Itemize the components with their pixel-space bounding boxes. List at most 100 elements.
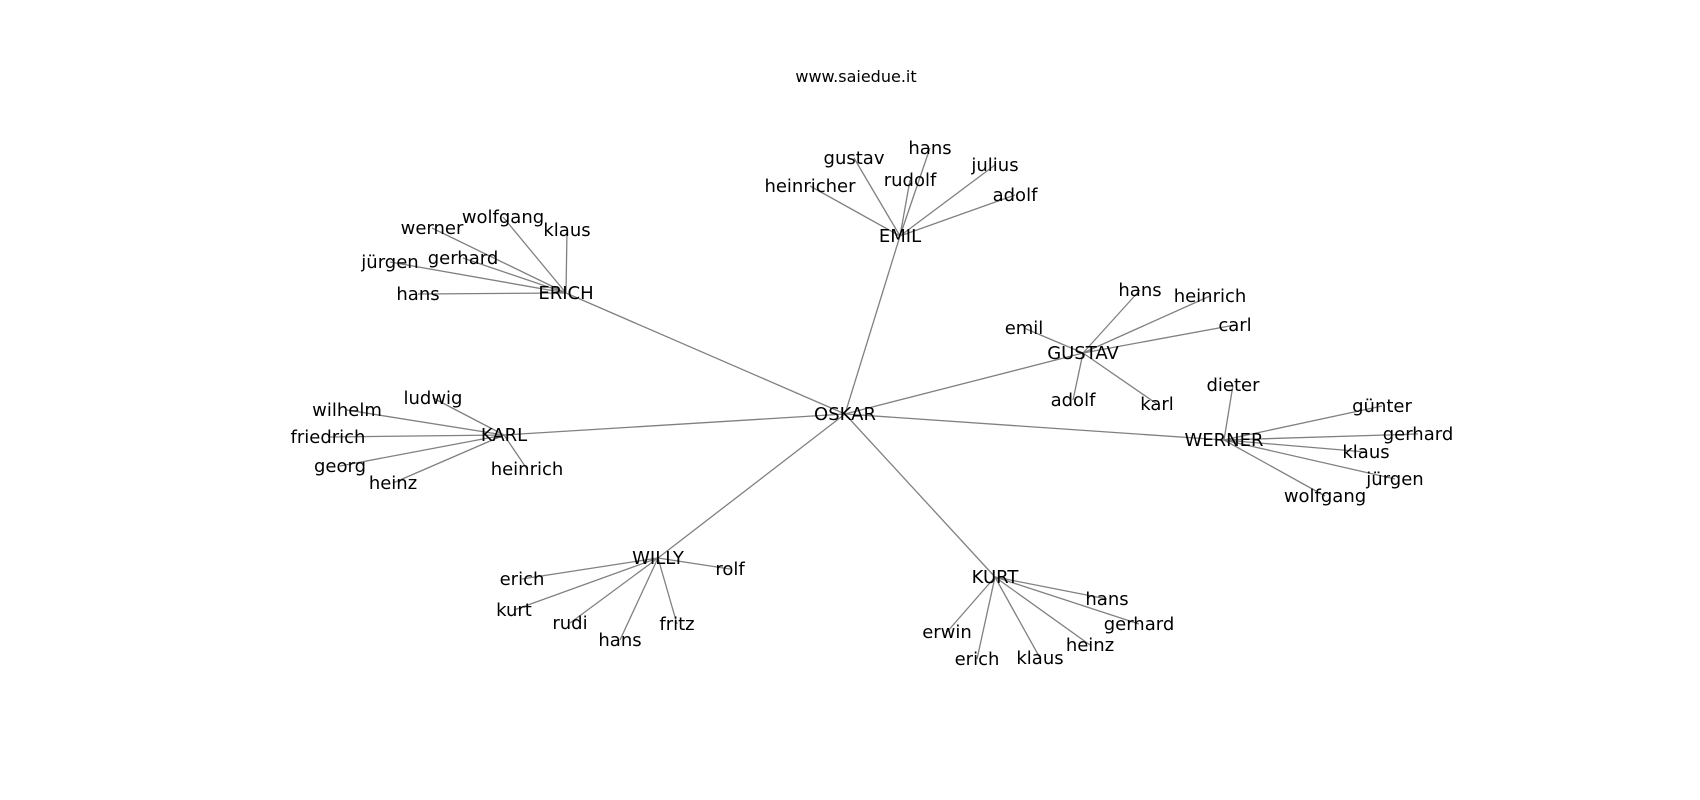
hub-node-label: EMIL — [879, 226, 921, 247]
edge-karl-heinrich — [503, 434, 528, 470]
leaf-node-label: klaus — [1016, 648, 1063, 669]
edge-werner-klaus — [1223, 439, 1367, 453]
edge-gustav-adolf — [1072, 352, 1084, 401]
edge-emil-julius — [899, 164, 996, 237]
leaf-node-label: heinz — [369, 473, 417, 494]
leaf-node-label: heinrich — [491, 459, 564, 480]
leaf-node-label: gerhard — [1104, 614, 1175, 635]
edge-emil-adolf — [899, 194, 1016, 237]
leaf-node-label: kurt — [496, 600, 532, 621]
edge-karl-heinz — [392, 434, 505, 484]
edge-werner-jürgen — [1223, 439, 1396, 480]
hub-node-label: KARL — [481, 425, 527, 446]
leaf-node-label: rolf — [715, 559, 745, 580]
edge-oskar-gustav — [844, 352, 1084, 415]
leaf-node-label: rudolf — [884, 170, 937, 191]
leaf-node-label: hans — [1118, 280, 1161, 301]
hub-node-label: ERICH — [538, 283, 593, 304]
edge-karl-friedrich — [327, 434, 505, 438]
leaf-node-label: hans — [908, 138, 951, 159]
leaf-node-label: fritz — [659, 614, 694, 635]
leaf-node-label: hans — [396, 284, 439, 305]
edge-erich-klaus — [565, 229, 568, 294]
edge-oskar-erich — [565, 292, 846, 415]
edge-werner-günter — [1223, 405, 1383, 441]
leaf-node-label: gerhard — [1383, 424, 1454, 445]
edge-kurt-erich — [976, 576, 996, 660]
leaf-node-label: friedrich — [291, 427, 366, 448]
leaf-node-label: hans — [1085, 589, 1128, 610]
edge-oskar-werner — [844, 413, 1225, 441]
leaf-node-label: dieter — [1206, 375, 1260, 396]
leaf-node-label: georg — [314, 456, 366, 477]
leaf-node-label: heinz — [1066, 635, 1114, 656]
edge-gustav-hans — [1082, 289, 1141, 354]
hub-node-label: GUSTAV — [1047, 343, 1119, 364]
edge-willy-kurt — [513, 557, 659, 611]
edge-willy-erich — [521, 557, 659, 580]
edge-kurt-erwin — [946, 576, 996, 633]
hub-node-label: WILLY — [632, 548, 685, 569]
edge-gustav-karl — [1082, 352, 1158, 405]
leaf-node-label: adolf — [1051, 390, 1096, 411]
leaf-node-label: rudi — [552, 613, 587, 634]
edge-emil-heinricher — [809, 185, 901, 237]
edge-willy-rolf — [657, 557, 731, 570]
edge-erich-werner — [431, 227, 567, 294]
edge-kurt-hans — [994, 576, 1108, 600]
leaf-node-label: julius — [970, 155, 1018, 176]
edge-karl-wilhelm — [346, 409, 505, 436]
edge-werner-gerhard — [1223, 433, 1419, 441]
leaf-node-label: emil — [1005, 318, 1044, 339]
site-url: www.saiedue.it — [795, 67, 916, 86]
edge-willy-rudi — [569, 557, 659, 624]
edge-gustav-carl — [1082, 324, 1236, 354]
leaf-node-label: heinrich — [1174, 286, 1247, 307]
edge-oskar-karl — [503, 413, 846, 436]
leaf-node-label: wolfgang — [1284, 486, 1366, 507]
edge-oskar-willy — [657, 413, 846, 559]
edge-kurt-gerhard — [994, 576, 1140, 625]
edges-layer — [327, 147, 1419, 660]
leaf-node-label: erich — [500, 569, 545, 590]
leaf-node-label: jürgen — [360, 252, 418, 273]
edge-oskar-emil — [844, 235, 901, 415]
leaf-node-label: werner — [401, 218, 464, 239]
edge-willy-fritz — [657, 557, 678, 625]
leaf-node-label: günter — [1352, 396, 1412, 417]
leaf-node-label: karl — [1140, 394, 1174, 415]
leaf-node-label: adolf — [993, 185, 1038, 206]
edge-werner-wolfgang — [1223, 439, 1326, 497]
edge-erich-hans — [417, 292, 567, 295]
leaf-node-label: gerhard — [428, 248, 499, 269]
leaf-node-label: klaus — [1342, 442, 1389, 463]
leaf-node-label: erich — [955, 649, 1000, 670]
edge-erich-wolfgang — [502, 216, 567, 294]
hub-node-label: KURT — [972, 567, 1020, 588]
leaf-node-label: carl — [1218, 315, 1251, 336]
edge-kurt-heinz — [994, 576, 1091, 646]
edge-emil-hans — [899, 147, 931, 237]
edge-karl-georg — [339, 434, 505, 467]
edge-erich-jürgen — [389, 261, 567, 294]
leaf-node-label: klaus — [543, 220, 590, 241]
leaf-node-label: gustav — [824, 148, 885, 169]
edge-emil-rudolf — [899, 179, 911, 237]
leaf-node-label: heinricher — [764, 176, 856, 197]
leaf-node-label: jürgen — [1365, 469, 1423, 490]
leaf-node-label: hans — [598, 630, 641, 651]
edge-werner-dieter — [1223, 384, 1234, 441]
leaf-node-label: wolfgang — [462, 207, 544, 228]
edge-emil-gustav — [853, 157, 901, 237]
leaf-node-label: ludwig — [404, 388, 463, 409]
edge-oskar-kurt — [844, 413, 996, 578]
edge-gustav-heinrich — [1082, 295, 1211, 354]
hub-node-label: WERNER — [1184, 430, 1263, 451]
edge-willy-hans — [619, 557, 659, 641]
leaf-node-label: wilhelm — [312, 400, 382, 421]
edge-karl-ludwig — [432, 397, 505, 436]
center-node-label: OSKAR — [814, 404, 876, 425]
edge-kurt-klaus — [994, 576, 1041, 659]
